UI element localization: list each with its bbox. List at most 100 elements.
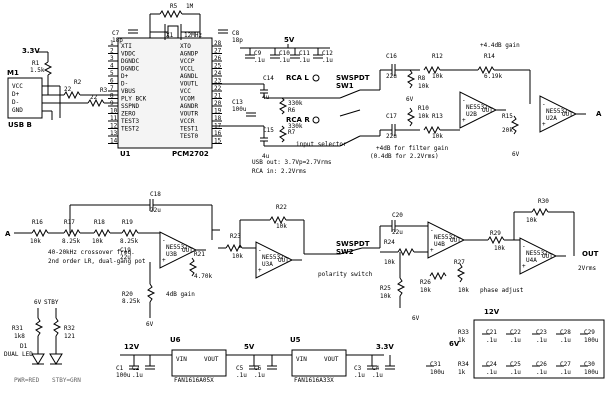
pcm-left-pin-label: PLY BCK	[121, 96, 147, 103]
opamp-u2a-out: OUT	[562, 111, 573, 118]
r23-ref: R23	[230, 233, 241, 240]
led-green-icon	[49, 353, 63, 365]
rail-33v-label: 3.3V	[22, 47, 40, 55]
regulator-u6: U6 VIN VOUT FAN1616A05X	[170, 336, 227, 384]
c30-ref: C30	[584, 361, 595, 368]
r16-val: 10k	[30, 238, 41, 245]
pcm-left-pin-num: 10	[110, 108, 118, 115]
r33-ref: R33	[458, 329, 469, 336]
pcm-right-pin-num: 20	[214, 100, 222, 107]
c3-val: .1u	[354, 372, 365, 379]
c9-ref: C9	[254, 50, 262, 57]
c19-val: 22u	[120, 254, 131, 261]
opamp-u3b-body	[159, 231, 198, 269]
c12-val: .1u	[322, 57, 333, 64]
c4-ref: C4	[372, 365, 380, 372]
pcm-left-pin-label: VDDC	[121, 51, 136, 58]
r1-val: 1.5k	[30, 67, 45, 74]
pcm-left-pin-num: 3	[110, 55, 114, 62]
usb-pin-gnd: GND	[12, 107, 23, 114]
r21-val: 4.70k	[194, 273, 212, 280]
pcm-right-pin-num: 16	[214, 130, 222, 137]
c13-val: 100u	[232, 106, 247, 113]
usb-connector: M1 VCC D+ D- GND USB B	[7, 69, 43, 129]
r25-val: 10k	[380, 293, 391, 300]
pcm-left-pin-num: 5	[110, 70, 114, 77]
c1-val: 100u	[116, 372, 131, 379]
input-selector-note: input selector	[296, 141, 347, 148]
r5-ref: R5	[170, 3, 178, 10]
pcm-left-pin-num: 9	[110, 100, 114, 107]
led-name: DUAL LED	[4, 351, 33, 358]
pcm-left-pin-num: 8	[110, 93, 114, 100]
c28-ref: C28	[560, 329, 571, 336]
c15-val: 4u	[262, 153, 270, 160]
rca-l-label: RCA L	[286, 74, 309, 82]
pcm-right-pin-num: 23	[214, 78, 222, 85]
c30-val: 100u	[584, 369, 599, 376]
c7-ref: C7	[112, 30, 120, 37]
opamp-u3b-ref: U3B	[166, 251, 177, 258]
pcm-right-pin-num: 24	[214, 70, 222, 77]
opamp-u4b-part: NE5532	[434, 234, 456, 241]
usb-body	[7, 77, 43, 119]
r19-body	[121, 228, 139, 238]
regulator-u5: U5 VIN VOUT FAN1616A33X	[290, 336, 347, 384]
r32-ref: R32	[64, 325, 75, 332]
r18-ref: R18	[94, 219, 105, 226]
rca-r-label: RCA R	[286, 116, 310, 124]
r15-val: 20k	[502, 127, 513, 134]
c16-val: 22u	[386, 73, 397, 80]
out-vrms-note: 2Vrms	[578, 265, 596, 272]
r21-ref: R21	[194, 251, 205, 258]
gain-4db-note: +4.4dB gain	[480, 42, 520, 49]
usb-pin-vcc: VCC	[12, 83, 23, 90]
pcm-right-pin-label: AGNDR	[180, 103, 198, 110]
r3-val: 22	[90, 94, 98, 101]
c11-ref: C11	[299, 50, 310, 57]
switch-sw2: SWSPDT SW2 polarity switch	[211, 229, 380, 278]
c3-ref: C3	[354, 365, 362, 372]
r16-body	[31, 228, 49, 238]
opamp-u4b-ref: U4B	[434, 241, 445, 248]
rail-12v-bank: 12V	[484, 308, 500, 316]
c20-ref: C20	[392, 212, 403, 219]
c23-ref: C23	[536, 329, 547, 336]
r10-ref: R10	[418, 105, 429, 112]
r18-body	[93, 228, 111, 238]
r5-val: 1M	[186, 3, 194, 10]
r24-ref: R24	[384, 239, 395, 246]
opamp-u3a-minus: -	[258, 247, 262, 254]
r2-val: 22	[64, 86, 72, 93]
r13-val: 10k	[432, 133, 443, 140]
pcm-right-pin-label: XTO	[180, 43, 191, 50]
r6-ref: R6	[288, 107, 296, 114]
pcm-left-pin-num: 13	[110, 130, 118, 137]
c1-ref: C1	[116, 365, 124, 372]
c16-ref: C16	[386, 53, 397, 60]
rail-6v-r15: 6V	[512, 151, 520, 158]
r12-val: 10k	[432, 73, 443, 80]
opamp-u4b-minus: -	[430, 227, 434, 234]
c10-val: .1u	[279, 57, 290, 64]
pcm-left-pin-label: D-	[121, 81, 128, 88]
crystal-x1: X1 12MHz R5 1M	[149, 3, 202, 40]
c21-ref: C21	[486, 329, 497, 336]
out-label: OUT	[582, 250, 599, 258]
r22-ref: R22	[276, 204, 287, 211]
pcm-right-pin-num: 22	[214, 85, 222, 92]
rail-5v-label: 5V	[284, 36, 295, 44]
c17-ref: C17	[386, 113, 397, 120]
pcm-left-pin-num: 7	[110, 85, 114, 92]
led-6v: 6V	[34, 299, 42, 306]
c6-ref: C6	[254, 365, 262, 372]
opamp-u3a-body	[255, 241, 294, 279]
c24-ref: C24	[486, 361, 497, 368]
c2-val: .1u	[132, 372, 143, 379]
c18-val: 22u	[150, 207, 161, 214]
